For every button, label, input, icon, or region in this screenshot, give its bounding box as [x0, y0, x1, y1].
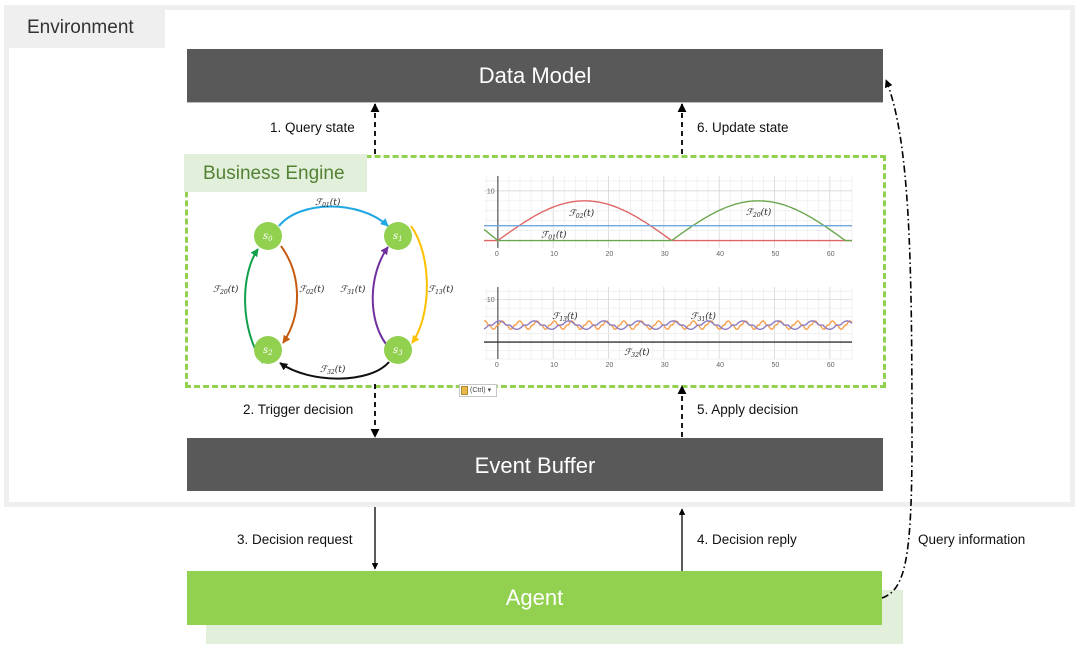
business-engine-label: Business Engine [184, 154, 367, 192]
trigger-decision-label: 2. Trigger decision [243, 402, 354, 417]
clipboard-icon [461, 386, 468, 395]
update-state-label: 6. Update state [697, 120, 789, 135]
paste-options-label: (Ctrl) [470, 387, 486, 394]
environment-label: Environment [4, 5, 165, 48]
event-buffer-box[interactable]: Event Buffer [187, 438, 883, 491]
decision-reply-label: 4. Decision reply [697, 532, 797, 547]
paste-options-button[interactable]: (Ctrl) ▾ [459, 384, 497, 397]
decision-request-label: 3. Decision request [237, 532, 353, 547]
agent-box[interactable]: Agent [187, 571, 882, 625]
apply-decision-label: 5. Apply decision [697, 402, 799, 417]
data-model-box[interactable]: Data Model [187, 49, 883, 103]
query-state-label: 1. Query state [270, 120, 355, 135]
query-information-label: Query information [918, 532, 1026, 547]
chevron-down-icon: ▾ [487, 387, 492, 394]
